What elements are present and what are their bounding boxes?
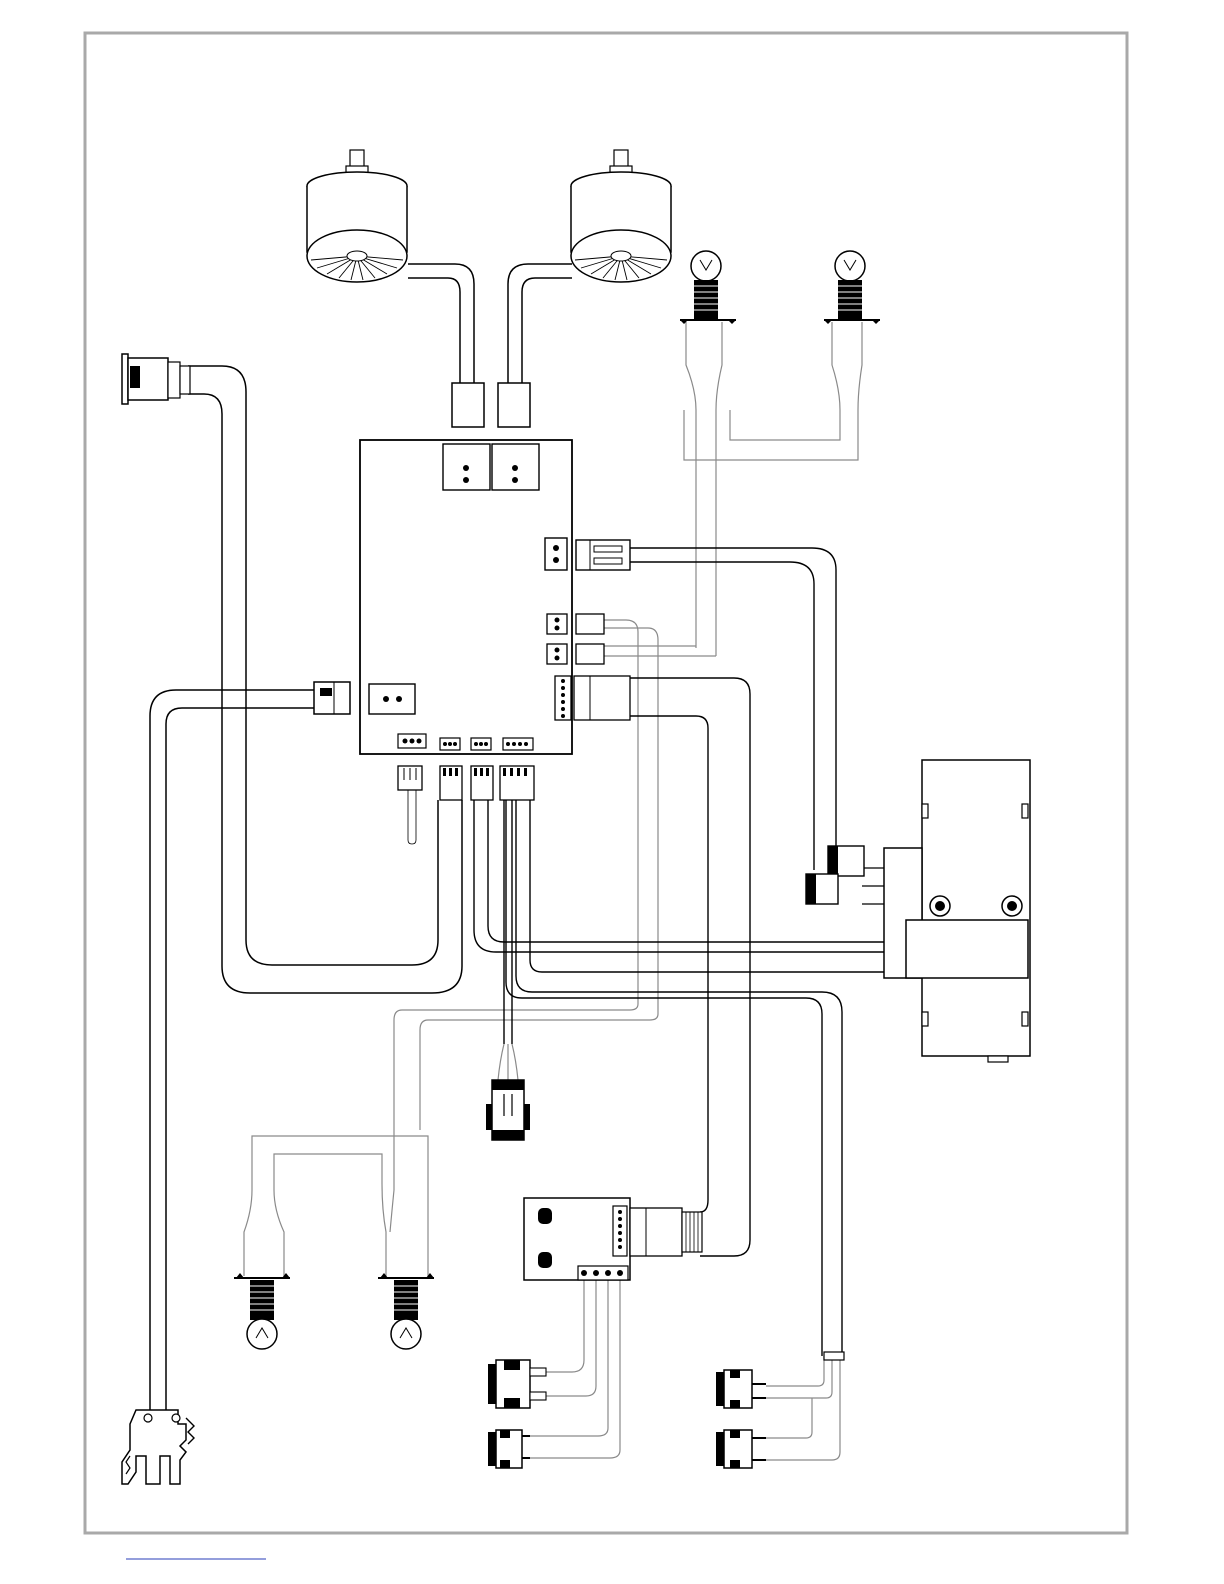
power-socket xyxy=(486,1044,530,1140)
cable-sleeve xyxy=(824,1352,844,1360)
fan-motor-right xyxy=(571,150,671,282)
push-button-4 xyxy=(716,1430,766,1468)
lamp-bottom-right xyxy=(378,1273,434,1349)
push-button-2 xyxy=(488,1430,530,1468)
lamp-top-left xyxy=(680,251,736,324)
push-button-1 xyxy=(488,1360,546,1408)
motor-plugs xyxy=(452,383,530,427)
push-button-3 xyxy=(716,1370,766,1408)
control-board xyxy=(360,440,630,754)
bottom-plugs xyxy=(398,766,534,844)
rocker-switch xyxy=(122,354,190,404)
fan-motor-left xyxy=(307,150,407,282)
display-board xyxy=(524,1198,702,1280)
micro-switch xyxy=(122,1410,194,1484)
left-board-plug xyxy=(314,682,350,714)
transformer-unit xyxy=(806,760,1030,1062)
lamp-bottom-left xyxy=(234,1273,290,1349)
lamp-top-right xyxy=(824,251,880,324)
